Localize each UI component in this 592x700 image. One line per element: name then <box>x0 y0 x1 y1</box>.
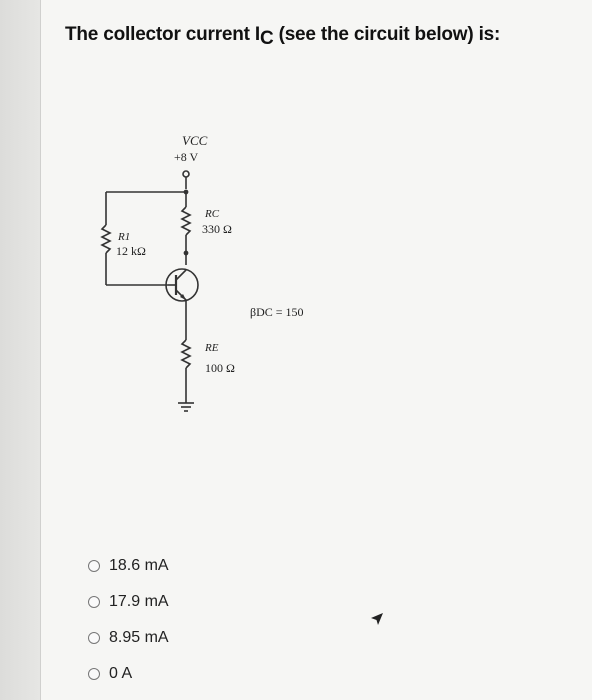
radio-button[interactable] <box>88 596 100 608</box>
emitter-arrow <box>180 294 186 300</box>
question-subscript: C <box>259 28 274 49</box>
vcc-value: +8 V <box>174 150 199 164</box>
radio-button[interactable] <box>88 668 100 680</box>
radio-button[interactable] <box>88 632 100 644</box>
vcc-terminal <box>182 170 190 178</box>
answer-option[interactable]: 17.9 mA <box>88 584 169 620</box>
transistor-circle <box>165 268 199 302</box>
answer-option-label: 17.9 mA <box>109 593 169 610</box>
radio-button[interactable] <box>88 560 100 572</box>
answer-option-label: 0 A <box>109 665 133 682</box>
answer-option[interactable]: 18.6 mA <box>88 548 169 584</box>
question-card <box>40 0 592 700</box>
beta-label: βDC = 150 <box>250 305 304 319</box>
re-resistor <box>180 339 192 369</box>
circuit-diagram: VCC +8 V R1 12 kΩ RC 330 Ω βDC = 150 RE … <box>100 133 304 412</box>
answer-option[interactable]: 8.95 mA <box>88 620 169 656</box>
background-strip <box>0 0 40 700</box>
answer-option-label: 18.6 mA <box>109 557 169 574</box>
re-label: RE <box>204 342 219 354</box>
answer-option-label: 8.95 mA <box>109 629 169 646</box>
r1-value: 12 kΩ <box>116 244 146 258</box>
question-text-tail: (see the circuit below) is: <box>273 24 501 45</box>
question-text-main: The collector current I <box>65 24 260 45</box>
junction-collector <box>183 250 189 256</box>
transistor-collector-lead <box>175 269 187 281</box>
rc-label: RC <box>204 208 220 220</box>
vcc-label: VCC <box>182 133 208 148</box>
mouse-cursor-icon <box>371 613 383 625</box>
r1-label: R1 <box>117 231 130 243</box>
answer-options: 18.6 mA 17.9 mA 8.95 mA 0 A <box>88 548 169 692</box>
question-text: The collector current IC (see the circui… <box>65 24 565 49</box>
re-value: 100 Ω <box>205 361 235 375</box>
answer-option[interactable]: 0 A <box>88 656 169 692</box>
rc-value: 330 Ω <box>202 222 232 236</box>
r1-resistor <box>100 224 112 254</box>
rc-resistor <box>180 206 192 236</box>
